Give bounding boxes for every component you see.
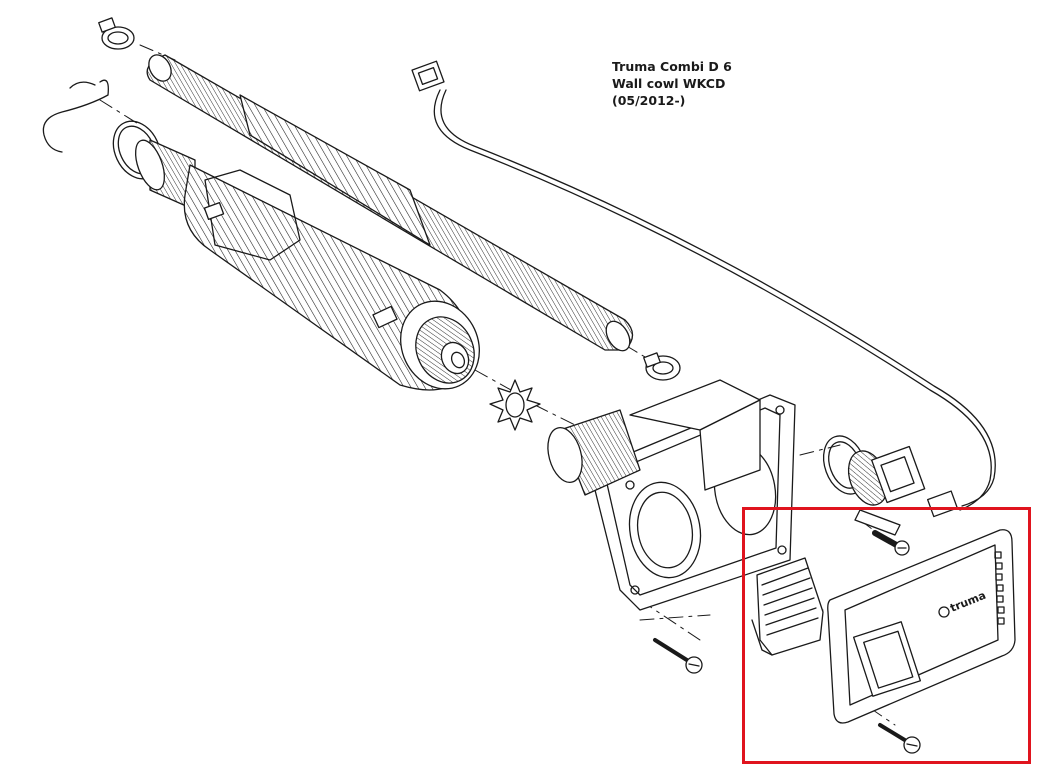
screw-left [653, 638, 703, 674]
combustion-air-pipe [146, 54, 634, 352]
highlight-box [742, 507, 1031, 764]
cowl-side-vents [994, 551, 1005, 625]
star-lock-washer [489, 379, 541, 431]
fan-motor-unit [847, 445, 958, 536]
title-line-model: Truma Combi D 6 [612, 59, 732, 74]
cable-with-plug [411, 60, 996, 511]
hose-clamp-pipe-end [643, 352, 681, 381]
screw-lower [878, 723, 921, 754]
wall-cowl-cover [827, 529, 1016, 724]
exhaust-duct-assembly [134, 139, 480, 391]
title-line-date: (05/2012-) [612, 93, 686, 108]
screw-upper [872, 530, 910, 556]
wire-retaining-clip [42, 79, 109, 153]
title-line-part: Wall cowl WKCD [612, 76, 726, 91]
diagram-title-block: Truma Combi D 6 Wall cowl WKCD (05/2012-… [612, 58, 732, 109]
louvre-insert [751, 557, 824, 656]
hose-clamp-top [98, 17, 135, 50]
